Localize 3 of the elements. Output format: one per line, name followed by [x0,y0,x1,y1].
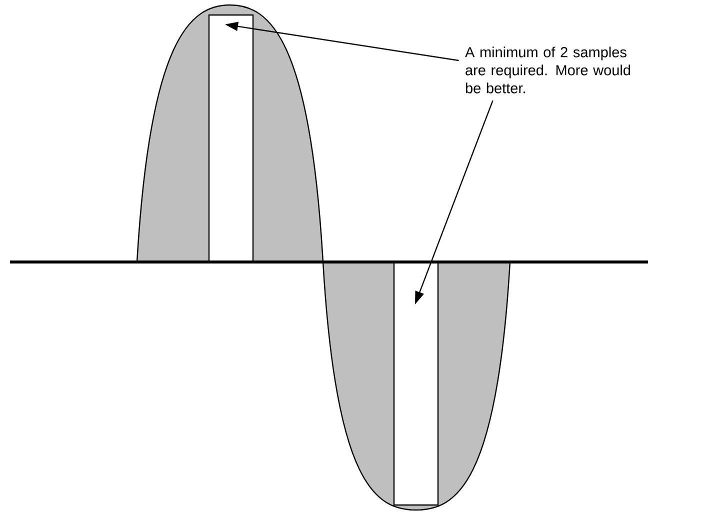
sample-bar [208,14,254,263]
note-text: A minimum of 2 samples are required. More would be better. [465,46,630,94]
sample-bar [393,261,439,506]
